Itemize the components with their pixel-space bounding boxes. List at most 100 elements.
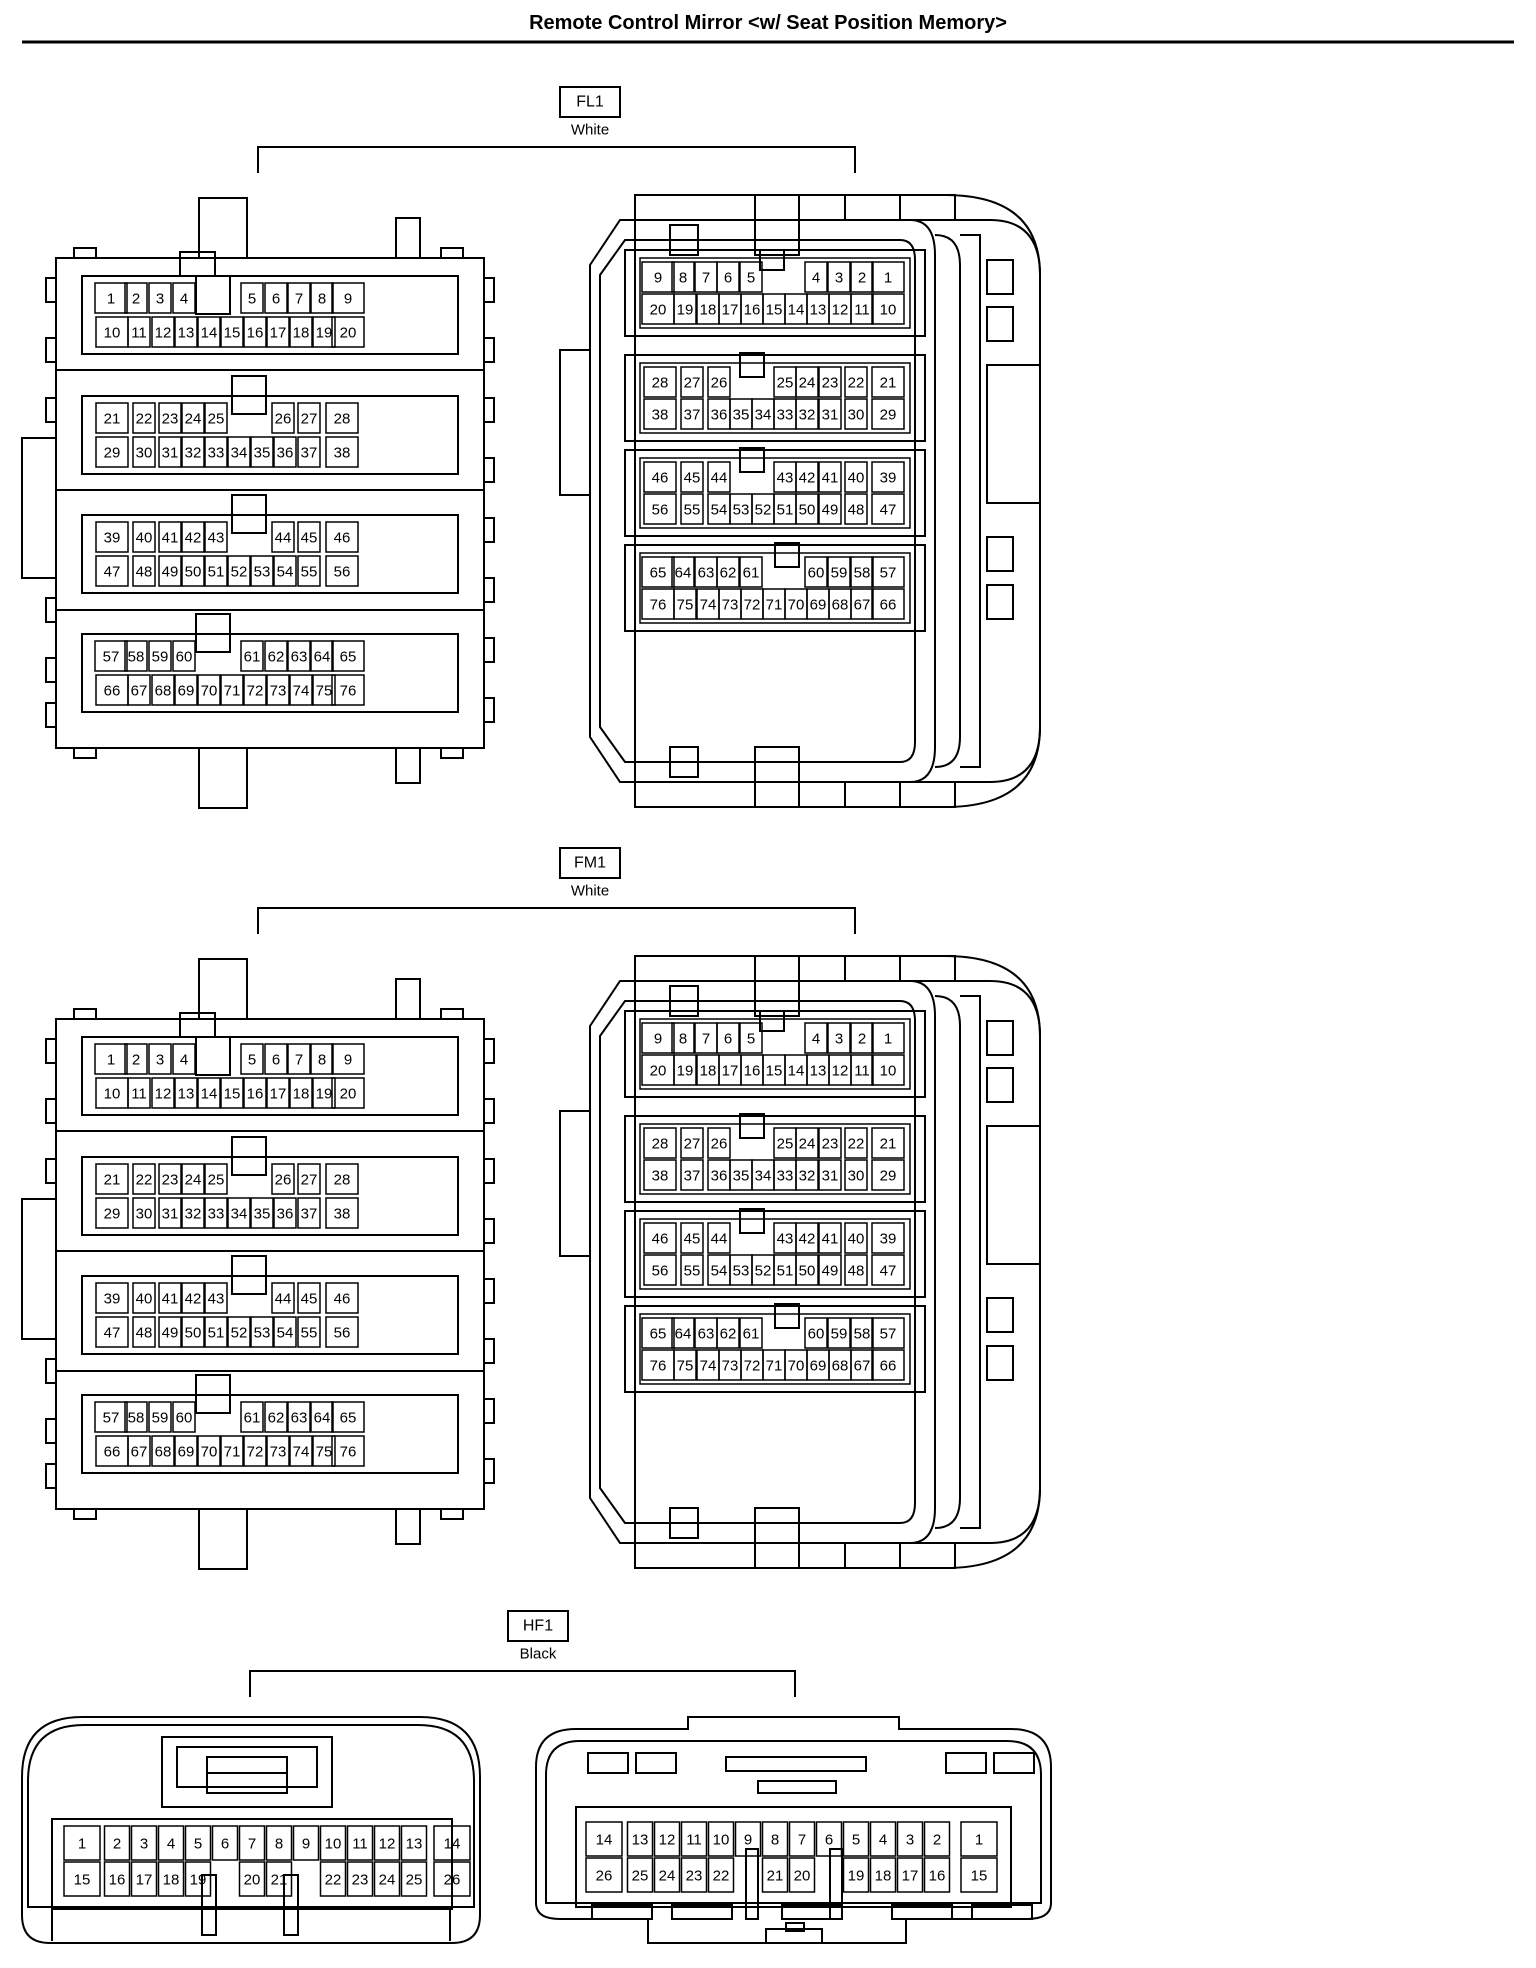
pin-cell: 22 — [132, 1163, 156, 1195]
pin-number: 14 — [788, 1063, 805, 1080]
pin-cell: 37 — [297, 1197, 321, 1229]
side-tab — [483, 1158, 495, 1184]
pin-number: 53 — [733, 502, 750, 519]
pin-cell: 33 — [773, 1159, 797, 1191]
pin-cell: 54 — [707, 1254, 731, 1286]
pin-cell: 22 — [844, 1127, 868, 1159]
pin-cell: 15 — [220, 316, 244, 348]
side-tab — [45, 1463, 57, 1489]
pin-number: 57 — [880, 565, 897, 582]
pin-cell: 41 — [818, 1222, 842, 1254]
slot — [899, 194, 956, 221]
pin-box — [127, 1435, 151, 1467]
pin-number: 10 — [713, 1832, 730, 1849]
pin-box — [132, 1282, 156, 1314]
pin-box — [148, 640, 172, 672]
pin-cell: 49 — [158, 1316, 182, 1348]
pin-number: 17 — [270, 325, 287, 342]
pin-cell: 61 — [240, 640, 264, 672]
pin-cell: 1 — [63, 1825, 101, 1861]
pin-box — [400, 1825, 428, 1861]
pin-cell: 39 — [871, 461, 905, 493]
pin-number: 26 — [275, 411, 292, 428]
pin-cell: 49 — [818, 1254, 842, 1286]
pin-cell: 25 — [204, 402, 228, 434]
pin-cell: 8 — [310, 1043, 334, 1075]
pin-box — [844, 1159, 868, 1191]
pin-number: 38 — [652, 1168, 669, 1185]
side-tab — [483, 1038, 495, 1064]
pin-cell: 12 — [151, 316, 175, 348]
pin-box — [680, 398, 704, 430]
side-tab — [45, 657, 57, 683]
pin-box — [641, 1317, 675, 1349]
slot — [899, 955, 956, 982]
pin-number: 18 — [700, 302, 717, 319]
pin-cell: 18 — [869, 1857, 897, 1893]
pin-block — [624, 1010, 926, 1098]
pin-number: 50 — [185, 1325, 202, 1342]
pin-cell: 29 — [871, 1159, 905, 1191]
pin-box — [871, 1317, 905, 1349]
pin-box — [204, 1282, 228, 1314]
pin-cell: 31 — [158, 436, 182, 468]
pin-number: 62 — [720, 565, 737, 582]
hf1-slot — [993, 1752, 1035, 1774]
pin-box — [319, 1861, 347, 1897]
pin-cell: 3 — [130, 1825, 158, 1861]
pin-cell: 10 — [871, 1054, 905, 1086]
bottom-tab — [395, 1508, 421, 1545]
pin-number: 15 — [766, 1063, 783, 1080]
pin-cell: 30 — [132, 436, 156, 468]
pin-box — [94, 1043, 128, 1075]
pin-number: 44 — [275, 1291, 292, 1308]
pin-number: 1 — [107, 291, 115, 308]
pin-number: 23 — [822, 375, 839, 392]
pin-cell: 51 — [204, 555, 228, 587]
bottom-tab — [395, 747, 421, 784]
pin-box — [827, 556, 851, 588]
pin-box — [220, 1077, 244, 1109]
pin-cell: 65 — [331, 1401, 365, 1433]
pin-cell: 24 — [373, 1861, 401, 1897]
pin-number: 19 — [190, 1872, 207, 1889]
pin-number: 41 — [162, 1291, 179, 1308]
pin-cell: 38 — [643, 1159, 677, 1191]
pin-number: 68 — [155, 683, 172, 700]
pin-number: 62 — [720, 1326, 737, 1343]
pin-box — [871, 293, 905, 325]
pin-box — [95, 555, 129, 587]
pin-box — [197, 316, 221, 348]
pin-cell: 57 — [871, 556, 905, 588]
side-tab — [483, 697, 495, 723]
pin-number: 30 — [848, 407, 865, 424]
hf1-foot — [891, 1904, 953, 1920]
pin-cell: 71 — [762, 1349, 786, 1381]
side-lock — [559, 349, 591, 496]
pin-number: 60 — [808, 1326, 825, 1343]
pin-cell: 3 — [827, 261, 851, 293]
pin-number: 23 — [686, 1868, 703, 1885]
connector-code-box — [559, 847, 621, 879]
pin-frame — [639, 362, 911, 434]
pin-number: 23 — [162, 1172, 179, 1189]
pin-box — [181, 1316, 205, 1348]
side-tab — [483, 637, 495, 663]
pin-cell: 48 — [844, 493, 868, 525]
pin-cell: 8 — [761, 1821, 789, 1857]
pin-box — [289, 1435, 313, 1467]
pin-number: 76 — [650, 1358, 667, 1375]
pin-box — [158, 1282, 182, 1314]
connector-bracket — [249, 1670, 796, 1697]
pin-cell: 15 — [960, 1857, 998, 1893]
pin-box — [739, 1022, 763, 1054]
pin-number: 24 — [185, 411, 202, 428]
pin-number: 39 — [104, 1291, 121, 1308]
pin-number: 13 — [810, 1063, 827, 1080]
pin-cell: 11 — [127, 316, 151, 348]
pin-cell: 23 — [346, 1861, 374, 1897]
pin-cell: 34 — [751, 1159, 775, 1191]
pin-number: 12 — [379, 1836, 396, 1853]
